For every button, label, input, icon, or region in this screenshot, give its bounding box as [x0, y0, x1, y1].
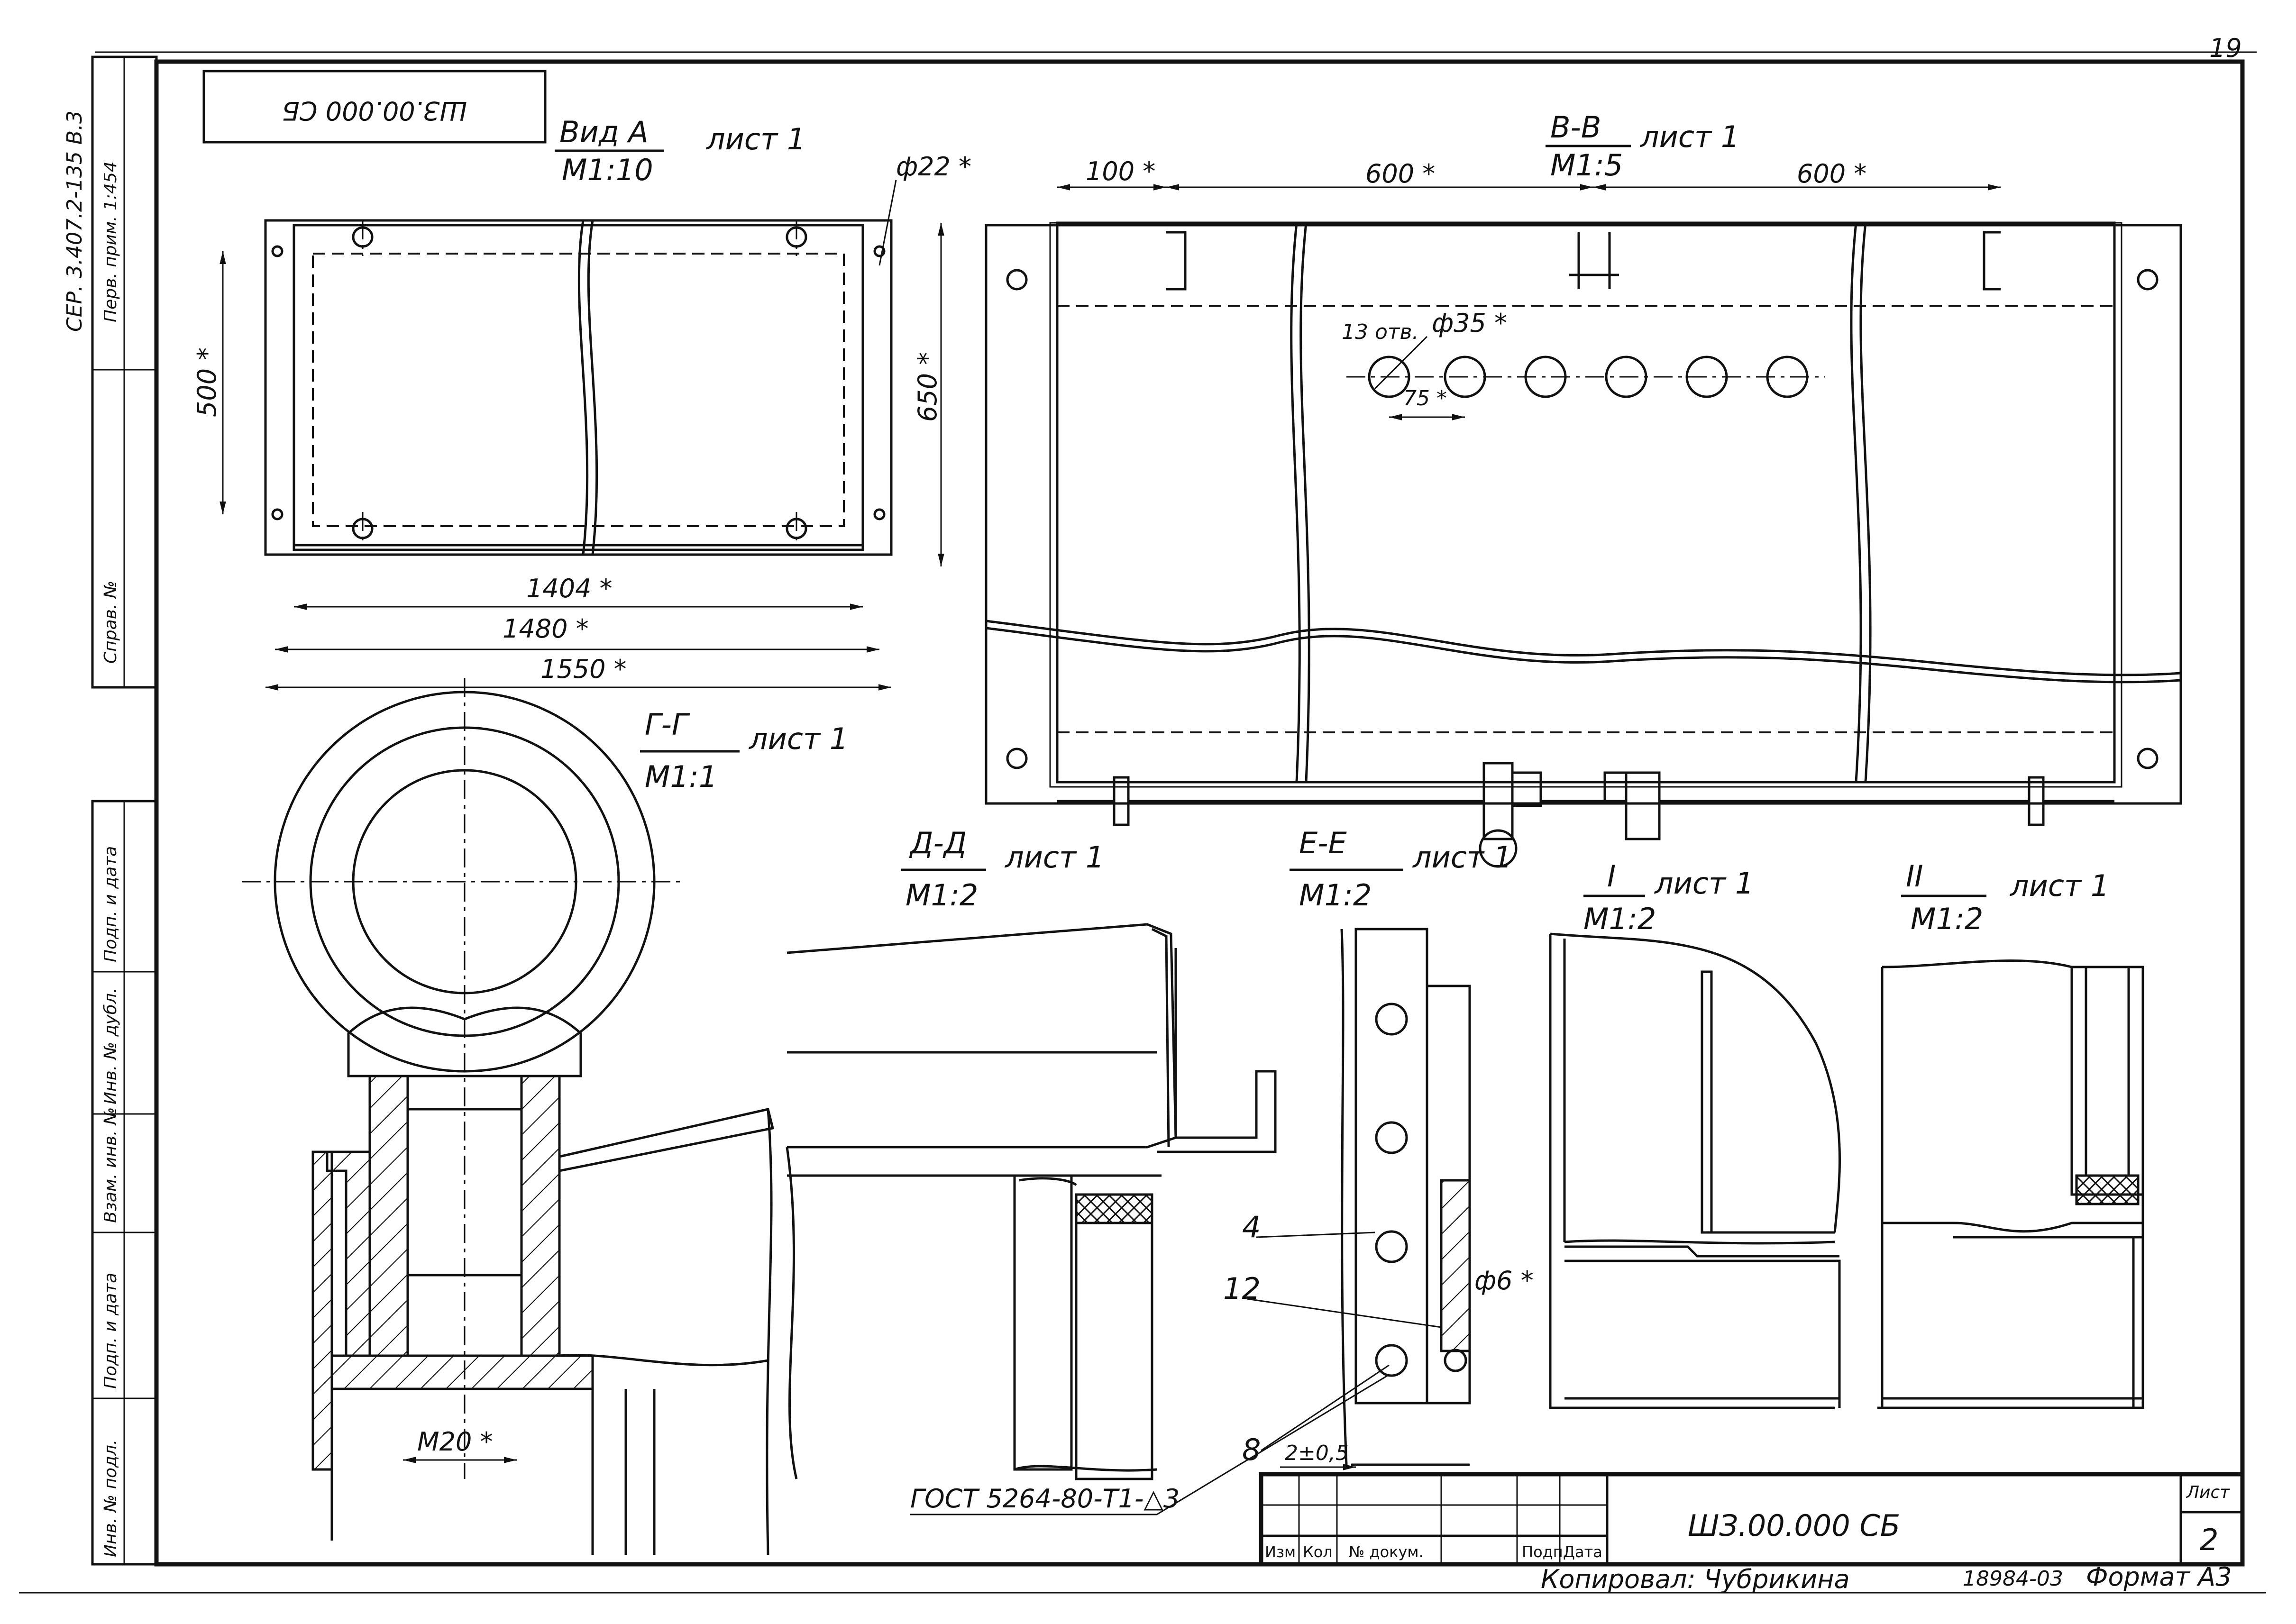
dim-600a: 600 *: [1365, 159, 1435, 189]
dim-75: 75 *: [1403, 386, 1447, 411]
dim-gap: 2±0,5: [1285, 1441, 1349, 1465]
dim-d22: ф22 *: [896, 152, 971, 182]
left-stamp-upper: СЕР. 3.407.2-135 В.3 Перв. прим. 1:454 С…: [63, 55, 158, 689]
mounting-hole: [271, 220, 886, 545]
dim-1404: 1404 *: [526, 574, 613, 603]
sheet-number: 2: [2200, 1523, 2218, 1557]
dim-d6: ф6 *: [1474, 1266, 1534, 1296]
dim-500: 500 *: [192, 347, 222, 417]
break-line: [577, 220, 589, 555]
cable-entry-holes: [1346, 356, 1825, 398]
detail-1-scale: М1:2: [1583, 902, 1656, 936]
view-a-scale: М1:10: [562, 153, 653, 187]
section-gg-scale: М1:1: [645, 759, 717, 794]
designation-top-box: ШЗ.00.000 СБ: [202, 70, 547, 144]
stamp-cell-5: Инв. № подл.: [101, 1440, 120, 1557]
section-dd: Д-Д лист 1 М1:2: [786, 826, 1277, 1480]
tb-header-doc: № докум.: [1349, 1543, 1424, 1561]
section-bb-title: В-В: [1550, 110, 1601, 145]
callout-12: 12: [1223, 1271, 1261, 1306]
section-bb-frame: [985, 224, 2182, 805]
section-ee-ref: лист 1: [1412, 840, 1512, 875]
stamp-cell-2: Инв. № дубл.: [101, 988, 120, 1104]
section-ee: Е-Е лист 1 М1:2 4 12 8 ф6 * 2±0,5 ГОСТ 5…: [910, 826, 1534, 1515]
mounting-hole: [1006, 269, 2159, 769]
view-a: Вид А лист 1 М1:10 500 * 650 * ф22 * 140…: [192, 115, 971, 691]
tb-header-izm: Изм: [1265, 1543, 1296, 1561]
section-ee-scale: М1:2: [1299, 878, 1372, 912]
cabinet-wall-section: [311, 1108, 775, 1555]
detail-1: I лист 1 М1:2: [1549, 859, 1841, 1409]
dim-1550: 1550 *: [540, 654, 627, 684]
detail-2: II лист 1 М1:2: [1877, 859, 2144, 1409]
weld-note: ГОСТ 5264-80-Т1-△3: [910, 1484, 1180, 1514]
designation-top: ШЗ.00.000 СБ: [282, 96, 467, 126]
section-gg: Г-Г лист 1 М1:1 М20 *: [242, 678, 848, 1555]
channel-profile: [1166, 231, 2001, 291]
title-block: Изм Кол № докум. Подп. Дата ШЗ.00.000 СБ…: [1259, 1472, 2245, 1567]
section-gg-ref: лист 1: [749, 721, 848, 756]
break-line: [986, 620, 2181, 676]
series-code: СЕР. 3.407.2-135 В.3: [63, 110, 87, 332]
section-dd-title: Д-Д: [909, 826, 967, 860]
detail-1-title: I: [1607, 859, 1616, 894]
corner-number: 19: [2209, 33, 2242, 63]
callout-4: 4: [1242, 1210, 1261, 1244]
stamp-cell-3: Взам. инв. №: [101, 1107, 120, 1223]
order-number: 18984-03: [1963, 1567, 2063, 1591]
section-bb-scale: М1:5: [1550, 148, 1623, 182]
view-a-ref: лист 1: [706, 122, 805, 156]
view-a-frame: [264, 219, 893, 556]
left-stamp-top: Справ. №: [101, 581, 120, 664]
section-gg-title: Г-Г: [645, 707, 690, 742]
series-note: Перв. прим. 1:454: [101, 161, 120, 322]
designation: ШЗ.00.000 СБ: [1688, 1508, 1900, 1543]
holes-count: 13 отв.: [1342, 320, 1418, 344]
section-ee-title: Е-Е: [1299, 826, 1347, 860]
section-bb-ref: лист 1: [1640, 119, 1739, 154]
dim-m20: М20 *: [417, 1427, 493, 1457]
dim-600b: 600 *: [1797, 159, 1866, 189]
dim-d35: ф35 *: [1432, 308, 1507, 338]
format: Формат А3: [2086, 1562, 2232, 1592]
sheet-label: Лист: [2186, 1483, 2230, 1502]
dim-100: 100 *: [1086, 156, 1155, 186]
dim-650: 650 *: [913, 352, 942, 422]
detail-1-ref: лист 1: [1654, 866, 1754, 901]
tb-header-date: Дата: [1563, 1543, 1602, 1561]
tb-header-kol: Кол: [1303, 1543, 1333, 1561]
view-a-title: Вид А: [559, 115, 649, 149]
detail-2-scale: М1:2: [1911, 902, 1983, 936]
copied-by: Копировал: Чубрикина: [1541, 1564, 1850, 1594]
left-stamp-lower: Подп. и дата Инв. № дубл. Взам. инв. № П…: [91, 800, 158, 1566]
section-bb: В-В лист 1 М1:5 13 отв. ф35 *: [985, 110, 2182, 868]
section-dd-ref: лист 1: [1005, 840, 1104, 875]
detail-2-title: II: [1906, 859, 1923, 894]
stamp-cell-4: Подп. и дата: [101, 1273, 120, 1389]
tb-header-sign: Подп.: [1522, 1543, 1568, 1561]
detail-2-ref: лист 1: [2010, 868, 2109, 903]
section-dd-scale: М1:2: [906, 878, 978, 912]
dim-1480: 1480 *: [503, 614, 589, 644]
door-lock: [1057, 762, 2114, 868]
stamp-cell-1: Подп. и дата: [101, 846, 120, 962]
